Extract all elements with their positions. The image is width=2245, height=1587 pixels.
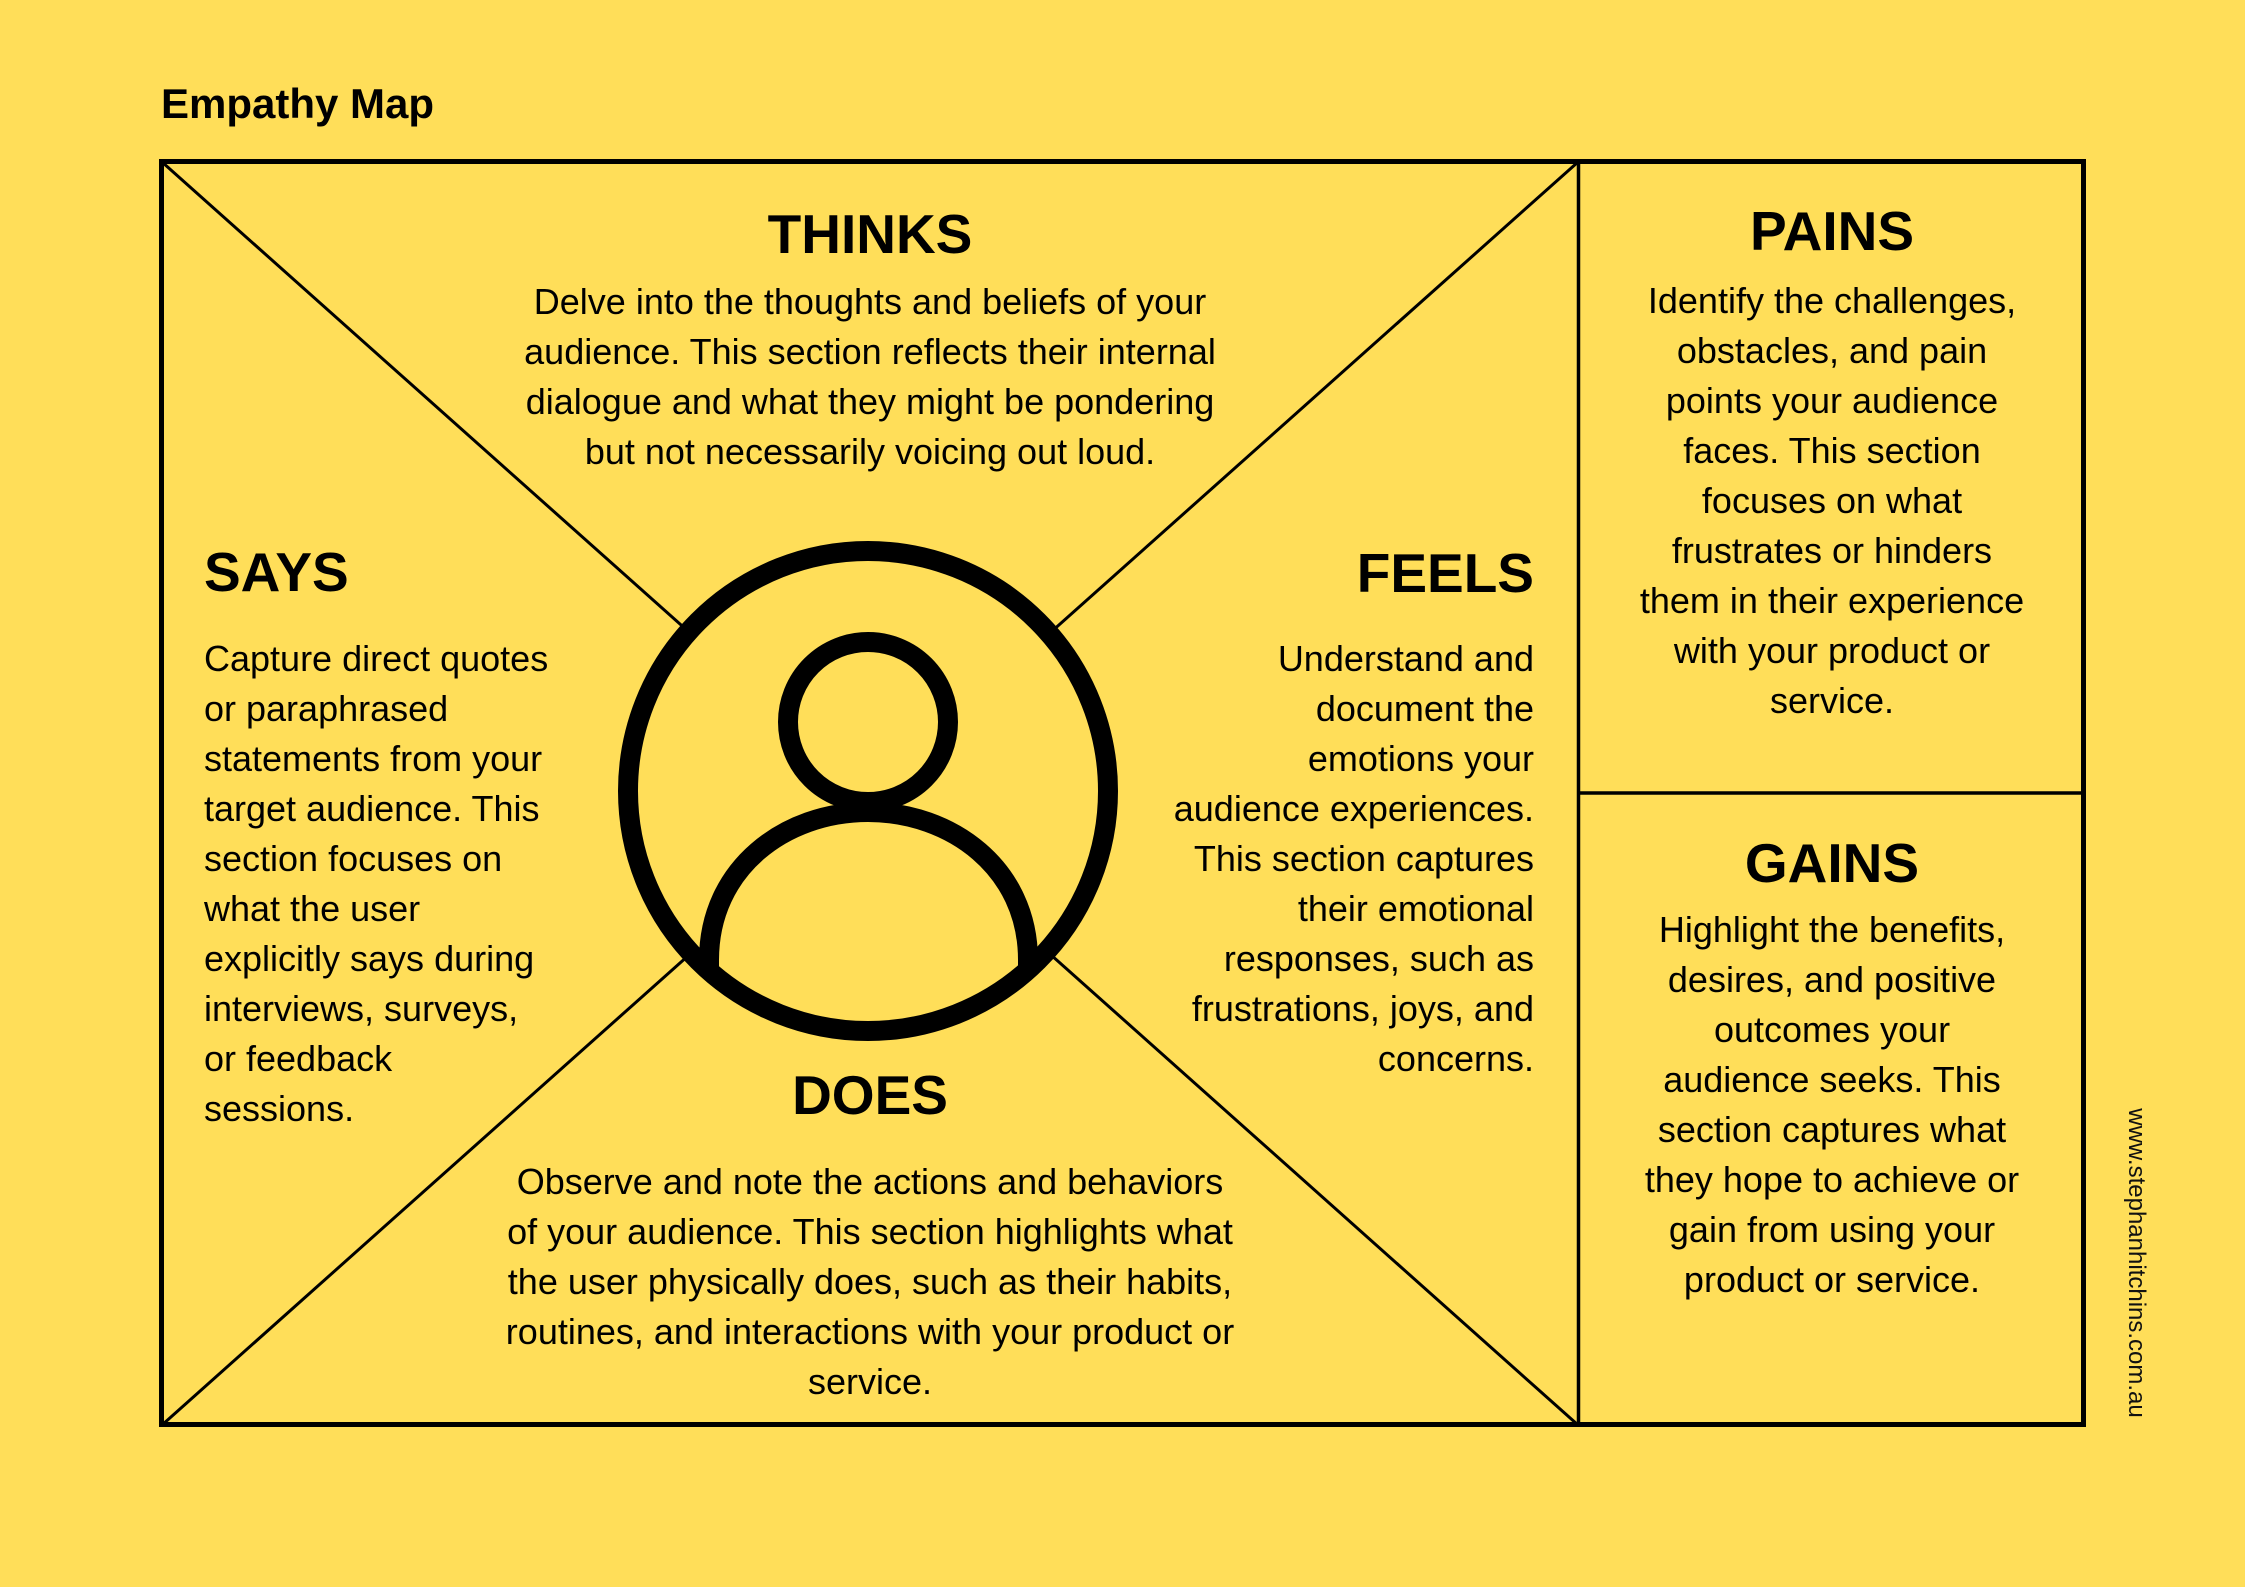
- text-line: service.: [1769, 680, 1895, 721]
- text-line: Highlight the benefits,: [1658, 909, 2006, 950]
- avatar-outer-circle: [618, 541, 1118, 1041]
- text-line: section focuses on: [204, 838, 503, 879]
- pains-heading: PAINS: [1749, 200, 1915, 262]
- text-line: desires, and positive: [1667, 959, 1997, 1000]
- text-line: concerns.: [1377, 1038, 1534, 1079]
- text-line: target audience. This: [204, 788, 540, 829]
- text-line: them in their experience: [1639, 580, 2025, 621]
- text-line: obstacles, and pain: [1676, 330, 1988, 371]
- text-line: Observe and note the actions and behavio…: [516, 1161, 1224, 1202]
- website-url: www.stephanhitchins.com.au: [2123, 1108, 2150, 1418]
- text-line: product or service.: [1683, 1259, 1981, 1300]
- says-description: Capture direct quotes or paraphrased sta…: [204, 634, 548, 1134]
- text-line: or paraphrased: [204, 688, 449, 729]
- text-line: they hope to achieve or: [1644, 1159, 2020, 1200]
- text-line: of your audience. This section highlight…: [507, 1211, 1233, 1252]
- text-line: Understand and: [1277, 638, 1534, 679]
- thinks-description: Delve into the thoughts and beliefs of y…: [524, 277, 1216, 477]
- text-line: interviews, surveys,: [204, 988, 519, 1029]
- user-avatar-icon: [618, 541, 1118, 1041]
- text-line: dialogue and what they might be ponderin…: [525, 381, 1215, 422]
- text-line: sessions.: [204, 1088, 355, 1129]
- thinks-heading: THINKS: [767, 203, 973, 265]
- does-heading: DOES: [792, 1064, 948, 1126]
- gains-heading: GAINS: [1744, 832, 1920, 894]
- outer-border: [159, 159, 2086, 1427]
- text-line: document the: [1315, 688, 1534, 729]
- text-line: focuses on what: [1701, 480, 1963, 521]
- text-line: responses, such as: [1223, 938, 1534, 979]
- text-line: Capture direct quotes: [204, 638, 549, 679]
- avatar-body-icon: [699, 801, 1038, 1000]
- text-line: frustrates or hinders: [1671, 530, 1993, 571]
- gains-description: Highlight the benefits, desires, and pos…: [1645, 905, 2019, 1305]
- text-line: explicitly says during: [204, 938, 535, 979]
- text-line: faces. This section: [1683, 430, 1981, 471]
- text-line: Delve into the thoughts and beliefs of y…: [533, 281, 1207, 322]
- text-line: or feedback: [204, 1038, 393, 1079]
- text-line: Identify the challenges,: [1647, 280, 2017, 321]
- text-line: This section captures: [1193, 838, 1534, 879]
- pains-description: Identify the challenges, obstacles, and …: [1640, 276, 2024, 726]
- text-line: outcomes your: [1713, 1009, 1951, 1050]
- feels-heading: FEELS: [1356, 542, 1534, 604]
- page-title: Empathy Map: [161, 80, 435, 127]
- text-line: frustrations, joys, and: [1191, 988, 1534, 1029]
- text-line: what the user: [204, 888, 421, 929]
- text-line: the user physically does, such as their …: [507, 1261, 1233, 1302]
- says-heading: SAYS: [204, 541, 349, 603]
- text-line: gain from using your: [1668, 1209, 1996, 1250]
- does-description: Observe and note the actions and behavio…: [506, 1157, 1234, 1407]
- text-line: emotions your: [1307, 738, 1534, 779]
- text-line: section captures what: [1657, 1109, 2007, 1150]
- text-line: points your audience: [1665, 380, 1999, 421]
- text-line: statements from your: [204, 738, 543, 779]
- feels-description: Understand and document the emotions you…: [1174, 634, 1534, 1084]
- text-line: service.: [807, 1361, 933, 1402]
- text-line: routines, and interactions with your pro…: [505, 1311, 1235, 1352]
- text-line: with your product or: [1673, 630, 1991, 671]
- text-line: audience seeks. This: [1663, 1059, 2001, 1100]
- text-line: audience experiences.: [1173, 788, 1534, 829]
- text-line: audience. This section reflects their in…: [524, 331, 1216, 372]
- text-line: but not necessarily voicing out loud.: [584, 431, 1156, 472]
- text-line: their emotional: [1297, 888, 1534, 929]
